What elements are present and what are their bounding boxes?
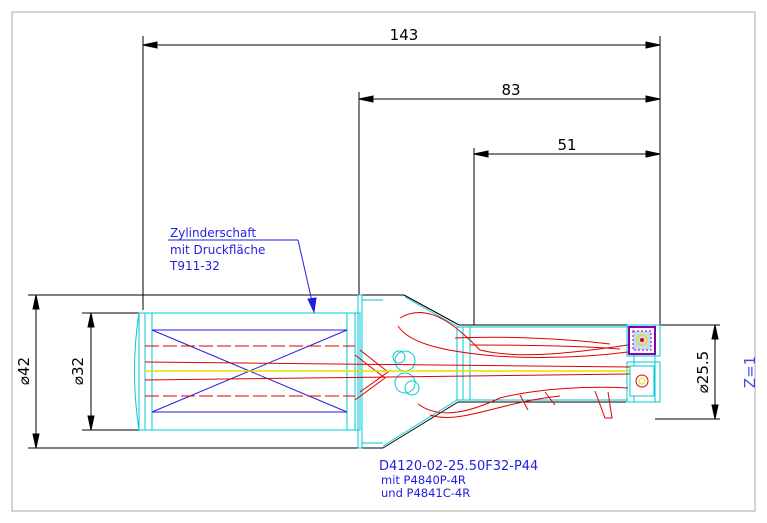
dimension-shank-diameter-label: ⌀32 (69, 357, 87, 385)
cutting-insert-outer (628, 326, 656, 355)
dimension-drill-diameter-label: ⌀25.5 (694, 351, 712, 393)
dimension-body-length (358, 92, 661, 295)
shank-note-line1: Zylinderschaft (170, 226, 256, 240)
shank-note-line3: T911-32 (169, 259, 220, 273)
dimension-cutting-length-label: 51 (557, 136, 576, 154)
dimension-shank-diameter (82, 312, 150, 431)
drawing-frame (11, 11, 756, 512)
dimension-shank-outer-diameter-label: ⌀42 (15, 357, 33, 385)
dimension-drill-diameter (655, 324, 720, 420)
dimension-overall-length (142, 36, 661, 325)
coolant-channels (144, 312, 631, 419)
teeth-count-label: Z=1 (741, 356, 759, 388)
dimension-body-length-label: 83 (501, 81, 520, 99)
part-number: D4120-02-25.50F32-P44 (379, 459, 538, 474)
shank-note-leader (168, 239, 317, 314)
inserts-line1: mit P4840P-4R (381, 473, 466, 487)
cutting-insert-center (629, 365, 655, 397)
dimension-cutting-length (473, 148, 661, 325)
shank-note-line2: mit Druckfläche (170, 243, 265, 257)
inserts-line2: und P4841C-4R (381, 486, 470, 500)
tool-outline (36, 294, 660, 449)
dimension-overall-length-label: 143 (390, 26, 419, 44)
